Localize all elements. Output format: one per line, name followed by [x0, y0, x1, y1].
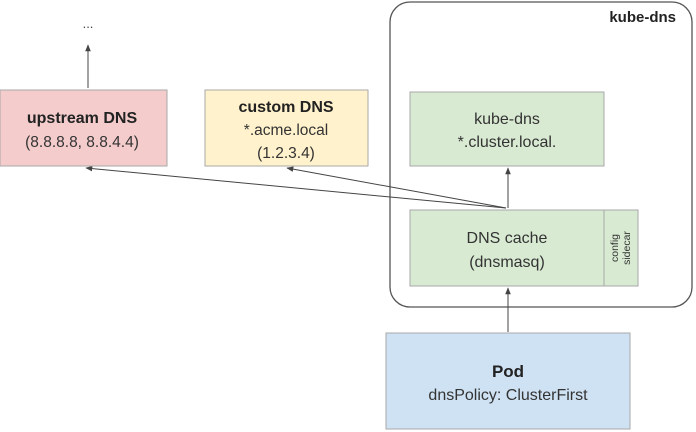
dns-cache-name: DNS cache [467, 230, 548, 247]
dns-cache-process: (dnsmasq) [469, 254, 545, 271]
dns-cache-node: DNS cache (dnsmasq) [409, 209, 605, 287]
edges [85, 44, 511, 332]
config-sidecar-line1: config [609, 234, 621, 262]
upstream-dns-box [0, 89, 168, 167]
dns-cache-box [409, 209, 605, 287]
pod-box [385, 332, 631, 430]
pod-title: Pod [492, 362, 524, 381]
edge-dns-cache-to-custom-dns [286, 166, 507, 209]
custom-dns-box [204, 89, 369, 167]
upstream-dns-title: upstream DNS [27, 110, 138, 127]
kube-dns-group-label: kube-dns [609, 9, 676, 26]
custom-dns-address: (1.2.3.4) [257, 145, 315, 162]
custom-dns-node: custom DNS *.acme.local (1.2.3.4) [204, 89, 369, 167]
custom-dns-title: custom DNS [238, 99, 333, 116]
kube-dns-name: kube-dns [474, 111, 540, 128]
kube-dns-box [409, 91, 605, 167]
upstream-dns-node: upstream DNS (8.8.8.8, 8.8.4.4) [0, 89, 168, 167]
kube-dns-node: kube-dns *.cluster.local. [409, 91, 605, 167]
kube-dns-group: kube-dns [389, 1, 693, 308]
config-sidecar-box [603, 209, 639, 287]
kube-dns-domain: *.cluster.local. [458, 134, 557, 151]
pod-node: Pod dnsPolicy: ClusterFirst [385, 332, 631, 430]
kube-dns-group-border [389, 1, 693, 308]
upstream-ellipsis: ... [83, 16, 94, 31]
upstream-dns-addresses: (8.8.8.8, 8.8.4.4) [25, 134, 139, 151]
edge-dns-cache-to-upstream-dns [85, 165, 507, 209]
pod-dns-policy: dnsPolicy: ClusterFirst [428, 387, 588, 404]
custom-dns-domain: *.acme.local [244, 122, 328, 139]
config-sidecar-node: config sidecar [603, 209, 639, 287]
config-sidecar-line2: sidecar [621, 231, 633, 265]
